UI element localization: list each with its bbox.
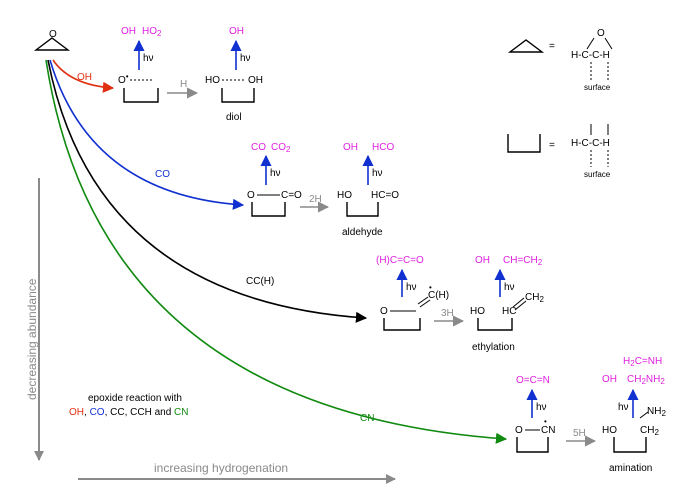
aldehyde-intermediate-c: C=O [281,190,302,201]
diol-photo-ho2: HO2 [142,26,162,38]
diol-h-step: H [180,79,187,90]
diol-intermediate-oxygen: O• [118,72,129,86]
amination-product-photo-oh: OH [602,374,617,385]
cc-pathway-arrow [47,59,368,323]
amination-radical: • [544,417,547,426]
amination-product-name: amination [609,463,652,474]
diol-product-oh: OH [248,75,263,86]
diol-product-name: diol [226,112,242,123]
start-epoxide: O [33,29,71,51]
key-equals-2: = [549,140,555,151]
key-surface-label-1: surface [584,83,611,92]
key-equals-1: = [549,41,555,52]
co-pathway-arrow [49,59,245,210]
start-epoxide-ring [33,37,71,51]
start-epoxide-oxygen: O [49,29,57,40]
ethylation-intermediate-o: O [380,306,388,317]
amination-photo-isocyanate: O=C=N [516,375,550,386]
ethylation-3h-step: 3H [441,308,454,319]
diol-product-ho: HO [205,75,220,86]
oh-pathway-label: OH [77,72,92,83]
key-bracket: = H-C-C-H surface [507,124,611,179]
vertical-axis: decreasing abundance [25,178,44,461]
aldehyde-photo-co: CO [251,142,266,153]
ethylation-product-name: ethylation [472,342,515,353]
key-bracket-shape [507,134,541,153]
amination-product-ring [613,437,647,453]
cc-pathway-label: CC(H) [246,276,274,287]
aldehyde-hv-label: hν [270,168,281,179]
amination-row: O=C=N hν O CN • 5H H2C=NH OH CH2NH2 hν N… [515,356,666,474]
cn-pathway-label: CN [360,413,374,424]
diol-hv-label: hν [143,53,154,64]
ethylation-product-ho: HO [470,306,485,317]
ethylation-product-photo-oh: OH [475,255,490,266]
diol-product-photo: OH [229,26,244,37]
aldehyde-product-ring [346,202,379,217]
aldehyde-product-hco: HC=O [371,190,399,201]
diol-product-hv: hν [240,53,251,64]
cn-pathway-arrow [45,59,508,444]
diol-intermediate-ring [123,88,159,103]
ethylation-product-photo-ch: CH=CH2 [503,255,543,267]
legend-prefix: epoxide reaction with [88,393,182,404]
amination-intermediate-ring [516,437,549,453]
aldehyde-product-ho: HO [337,190,352,201]
amination-product-photo-ch2nh2: CH2NH2 [627,374,665,386]
diol-row: OH HO2 hν O• H OH hν HO OH diol [118,26,263,123]
legend-reactants: OH, CO, CC, CCH and CN [69,407,189,418]
amination-intermediate-o: O [515,425,523,436]
co-pathway-label: CO [155,169,170,180]
aldehyde-product-photo-oh: OH [343,142,358,153]
horizontal-axis: increasing hydrogenation [78,461,396,484]
ethylation-product-ring [477,318,513,331]
ethylation-product-hc: HC [502,306,516,317]
ethylation-intermediate-c: C(H) [428,290,449,301]
aldehyde-2h-step: 2H [309,194,322,205]
horizontal-axis-label: increasing hydrogenation [154,461,288,475]
aldehyde-photo-co2: CO2 [271,142,291,154]
amination-intermediate-cn: CN [541,425,555,436]
amination-product-hv: hν [618,402,629,413]
ethylation-radical: • [429,283,432,292]
aldehyde-product-name: aldehyde [342,227,383,238]
aldehyde-row: CO CO2 hν O C=O 2H OH HCO hν HO HC=O ald… [247,142,399,238]
amination-hv-label: hν [536,402,547,413]
legend: epoxide reaction with OH, CO, CC, CCH an… [69,393,189,418]
amination-photo-methanimine: H2C=NH [623,356,662,368]
amination-product-ch2: CH2 [640,425,659,437]
key-oxygen: O [597,28,605,39]
diol-product-ring [221,88,255,103]
ethylation-row: (H)C=C=O hν C(H) • O 3H OH CH=CH2 hν CH2… [376,255,544,353]
ethylation-product-ch2: CH2 [525,292,544,304]
aldehyde-intermediate-ring [251,202,286,217]
ethylation-product-hv: hν [504,282,515,293]
amination-product-nh2: NH2 [647,406,666,418]
ethylation-hv-label: hν [406,282,417,293]
ethylation-photo-ketene: (H)C=C=O [376,255,424,266]
key-epoxide: = O H-C-C-H surface [507,28,613,92]
key-epoxide-ring [507,39,545,53]
key-surface-label-2: surface [584,170,611,179]
aldehyde-product-hv: hν [372,168,383,179]
key-alkane-group: H-C-C-H [571,138,610,149]
key-epoxide-group: H-C-C-H [571,50,610,61]
aldehyde-product-photo-hco: HCO [372,142,394,153]
aldehyde-intermediate-o: O [247,190,255,201]
diol-photo-oh: OH [121,26,136,37]
ethylation-intermediate-ring [383,318,421,331]
oh-pathway-arrow [52,59,115,93]
amination-product-ho: HO [602,425,617,436]
vertical-axis-label: decreasing abundance [25,278,39,400]
amination-5h-step: 5H [573,428,586,439]
